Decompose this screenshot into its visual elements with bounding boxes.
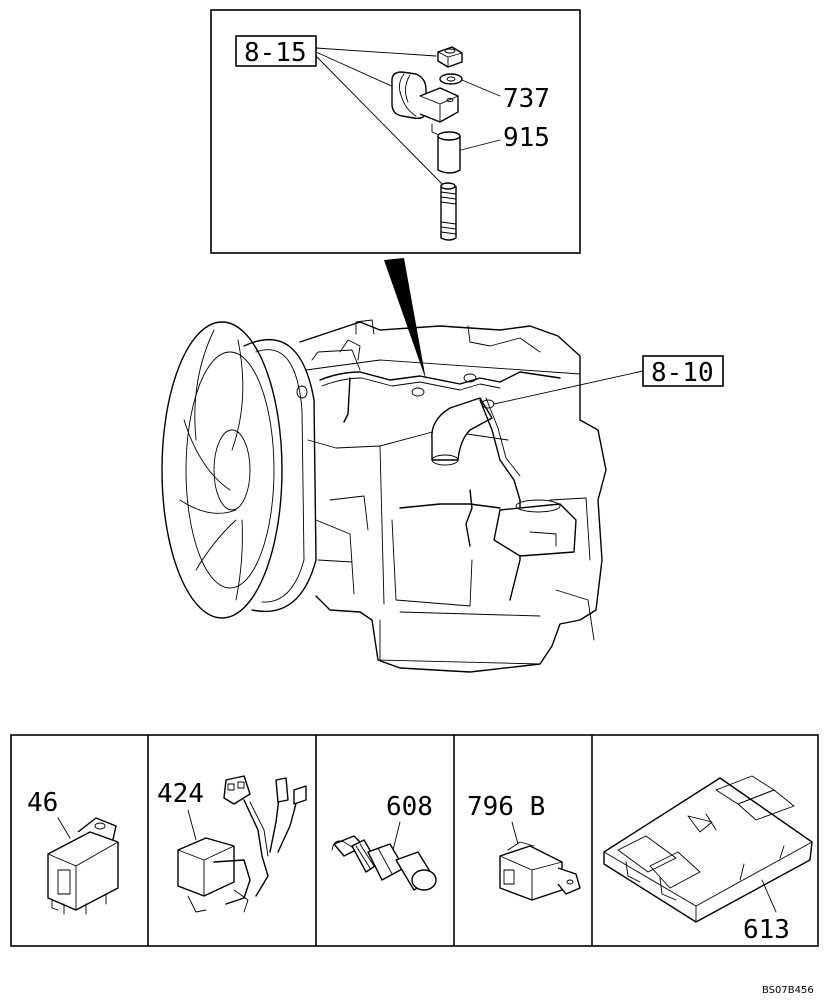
leader-lines-8-15 [315, 47, 447, 189]
label-737: 737 [503, 84, 550, 114]
nut-part[interactable] [437, 46, 463, 68]
ref-label-8-15: 8-15 [244, 38, 307, 68]
leader-915 [460, 139, 501, 151]
leader-737 [461, 79, 501, 97]
detail-frame [210, 9, 581, 254]
parts-table: 46 424 [10, 734, 819, 947]
cooling-fan [161, 321, 283, 619]
part-cell-613[interactable]: 613 [603, 775, 813, 945]
label-915: 915 [503, 123, 550, 153]
ref-box-8-15[interactable] [235, 35, 317, 67]
detail-inset: 8-15 737 [210, 9, 581, 254]
engine-assembly[interactable] [161, 319, 607, 673]
parts-table-frame [10, 734, 819, 947]
washer-part[interactable] [439, 73, 463, 85]
rubber-mount-part[interactable] [391, 71, 459, 139]
drawing-code: BS07B456 [762, 985, 814, 996]
stud-bolt-part[interactable] [440, 182, 457, 241]
part-label-424: 424 [157, 779, 204, 809]
part-cell-796b[interactable]: 796 B [467, 792, 581, 901]
part-cell-608[interactable]: 608 [331, 792, 437, 891]
part-label-796b: 796 B [467, 792, 545, 822]
part-cell-46[interactable]: 46 [27, 788, 119, 915]
part-cell-424[interactable]: 424 [157, 775, 307, 913]
part-label-46: 46 [27, 788, 58, 818]
part-label-608: 608 [386, 792, 433, 822]
sleeve-part[interactable] [437, 131, 461, 174]
ref-label-8-10: 8-10 [651, 358, 714, 388]
detail-pointer [384, 258, 426, 380]
part-label-613: 613 [743, 915, 790, 945]
leader-8-10 [493, 370, 644, 405]
